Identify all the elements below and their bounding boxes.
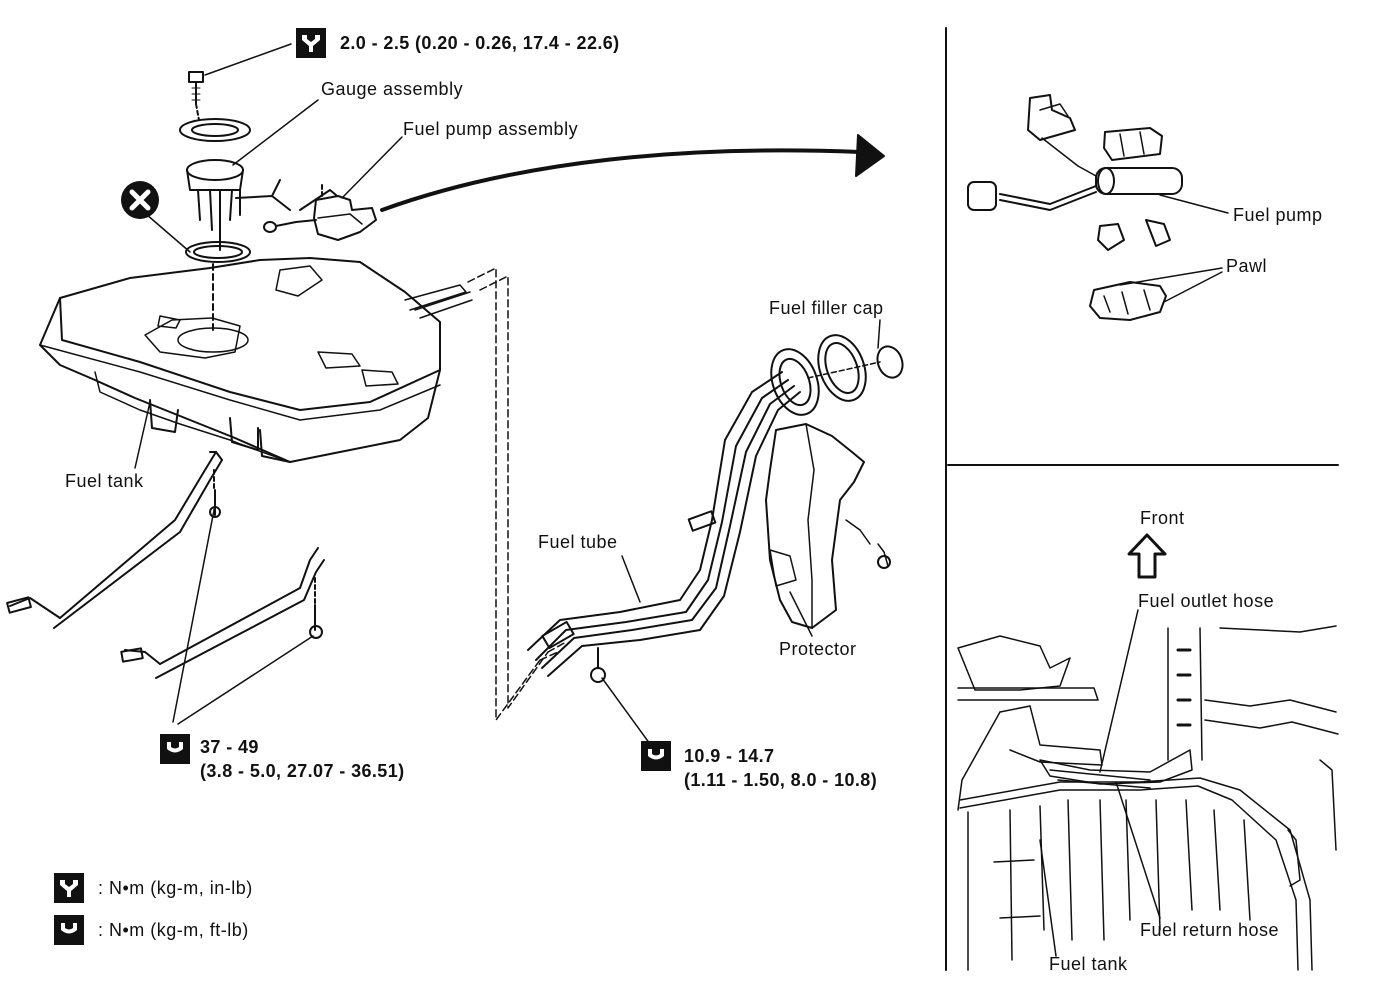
fuel-pump-assembly-drawing: [263, 181, 377, 241]
do-not-reuse-x-icon: [121, 181, 159, 219]
torque-spec-strap-line1: 37 - 49: [200, 737, 259, 757]
label-fuel-tank-inset: Fuel tank: [1049, 954, 1128, 974]
leader-lines-main: [134, 43, 881, 745]
flow-arrow: [380, 134, 885, 212]
torque-spec-strap-line2: (3.8 - 5.0, 27.07 - 36.51): [200, 761, 405, 782]
label-fuel-tank: Fuel tank: [65, 471, 144, 491]
leader-lines-inset: [1119, 194, 1229, 303]
fuel-pump-inset-drawing: [967, 94, 1183, 321]
torque-spec-tube-bolt: 10.9 - 14.7 (1.11 - 1.50, 8.0 - 10.8): [684, 744, 877, 793]
fuel-tube-drawing: [527, 371, 801, 683]
torque-wrench-ftlb-icon: [641, 741, 671, 771]
torque-spec-tube-line2: (1.11 - 1.50, 8.0 - 10.8): [684, 770, 878, 791]
leader-lines-underbody: [1039, 609, 1161, 957]
torque-spec-gauge-bolt: 2.0 - 2.5 (0.20 - 0.26, 17.4 - 22.6): [340, 33, 620, 53]
torque-spec-tube-line1: 10.9 - 14.7: [684, 746, 775, 766]
protector-drawing: [765, 423, 891, 629]
label-gauge-assembly: Gauge assembly: [321, 79, 464, 99]
label-fuel-return-hose: Fuel return hose: [1140, 920, 1280, 940]
legend-ftlb: : N•m (kg-m, ft-lb): [98, 920, 249, 940]
fuel-tank-drawing: [39, 257, 473, 463]
legend-inlb: : N•m (kg-m, in-lb): [98, 878, 253, 898]
label-pawl: Pawl: [1226, 256, 1268, 276]
label-fuel-pump: Fuel pump: [1233, 205, 1323, 225]
torque-wrench-ftlb-icon: [160, 734, 190, 764]
label-fuel-tube: Fuel tube: [538, 532, 618, 552]
label-fuel-outlet-hose: Fuel outlet hose: [1138, 591, 1275, 611]
front-arrow-icon: [1127, 533, 1167, 579]
label-fuel-filler-cap: Fuel filler cap: [769, 298, 884, 318]
label-protector: Protector: [779, 639, 857, 659]
gauge-assembly-parts: [179, 71, 337, 331]
torque-wrench-inlb-icon: [296, 28, 326, 58]
torque-wrench-inlb-icon: [54, 873, 84, 903]
dashed-guide: [467, 267, 567, 721]
label-fuel-pump-assembly: Fuel pump assembly: [403, 119, 579, 139]
torque-spec-strap-bolt: 37 - 49 (3.8 - 5.0, 27.07 - 36.51): [200, 735, 405, 784]
filler-neck-drawing: [770, 334, 904, 416]
underbody-inset-drawing: [957, 625, 1339, 971]
torque-wrench-ftlb-icon: [54, 915, 84, 945]
tank-straps: [6, 451, 325, 679]
label-front: Front: [1140, 508, 1185, 528]
